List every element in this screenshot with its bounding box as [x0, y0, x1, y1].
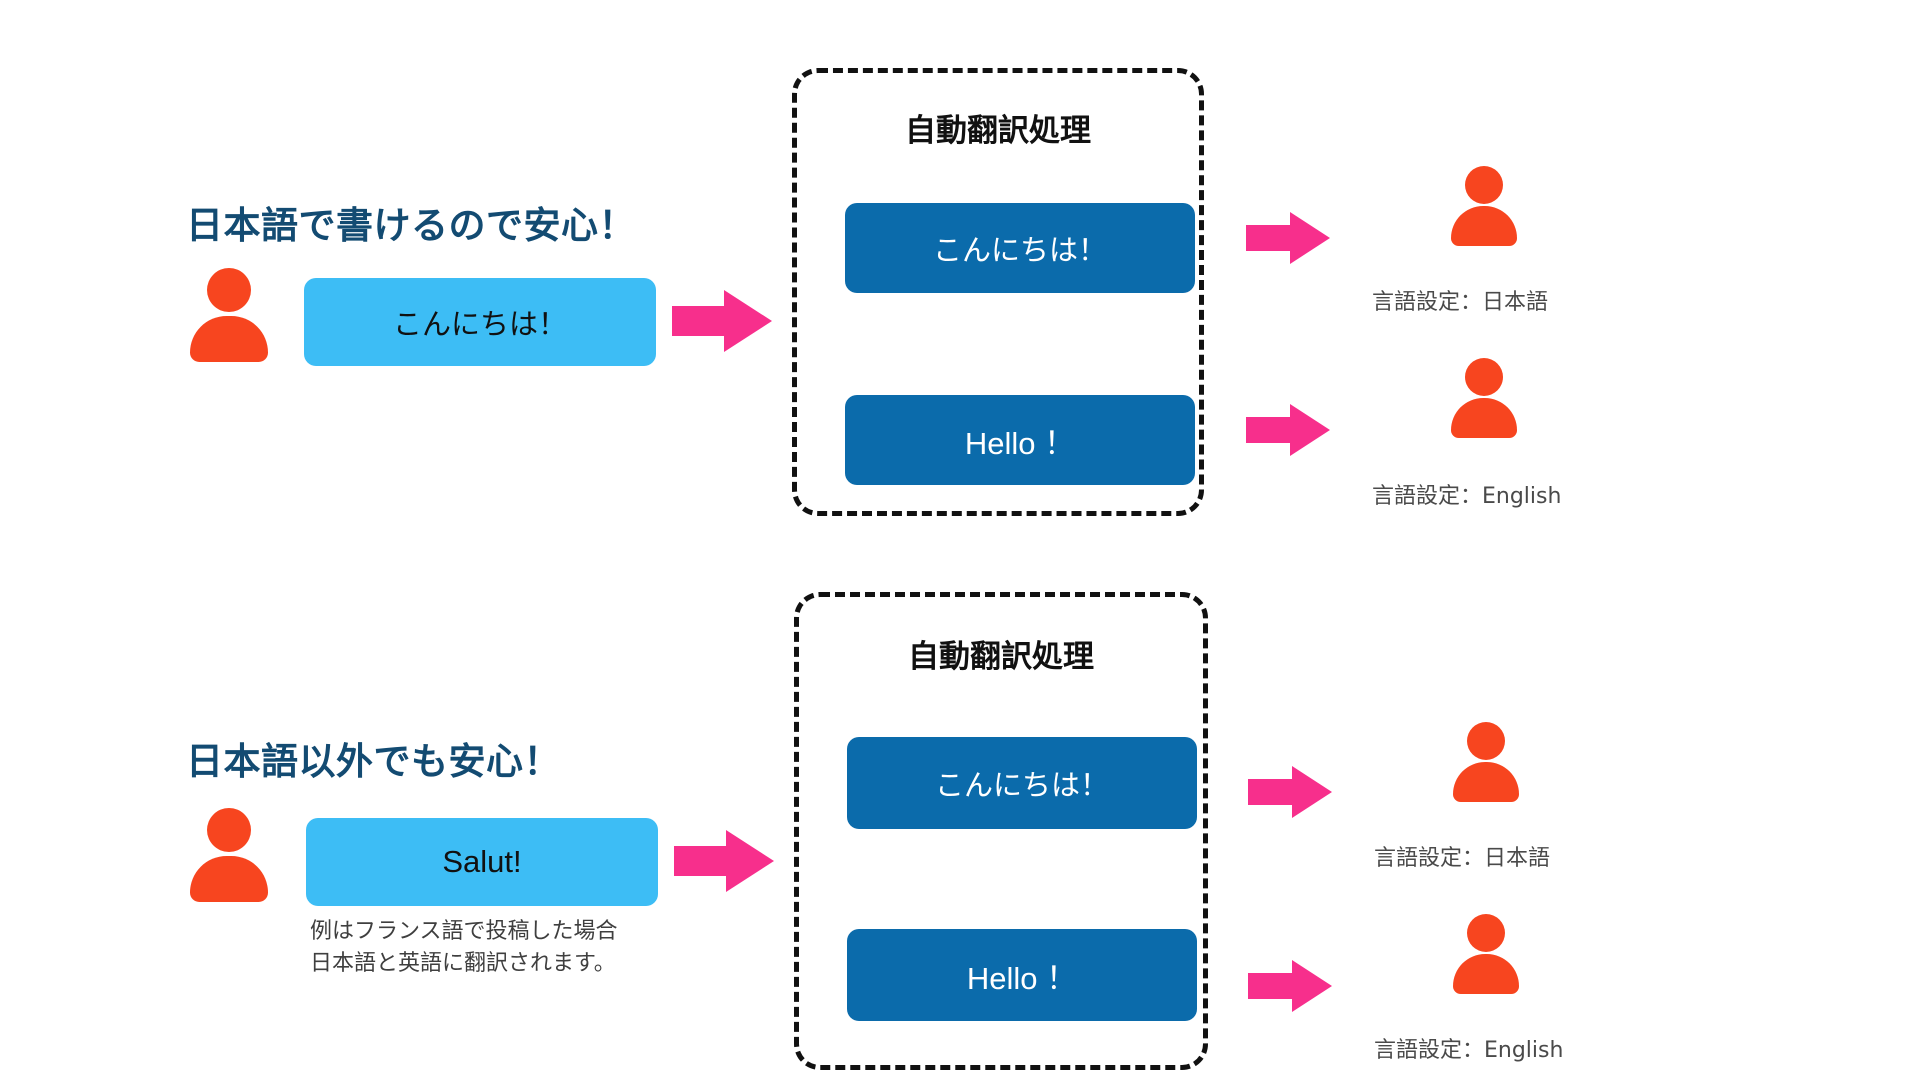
- translated-message-en: Hello ！: [847, 929, 1197, 1021]
- arrow-right-icon: [1246, 212, 1330, 264]
- translated-message-ja: こんにちは！: [845, 203, 1195, 293]
- arrow-shaft: [674, 846, 732, 876]
- person-head-icon: [207, 808, 251, 852]
- section-heading-1: 日本語で書けるので安心！: [186, 203, 636, 247]
- arrow-shaft: [1248, 779, 1296, 805]
- arrow-right-icon: [1248, 960, 1332, 1012]
- language-setting-label: 言語設定：日本語: [1374, 846, 1551, 871]
- arrow-head: [1292, 960, 1332, 1012]
- person-head-icon: [1467, 722, 1505, 760]
- person-head-icon: [1465, 166, 1503, 204]
- section-japanese-post: 日本語で書けるので安心！ こんにちは！ 自動翻訳処理 こんにちは！ Hello …: [186, 68, 1562, 516]
- arrow-head: [1290, 212, 1330, 264]
- person-body-icon: [190, 856, 268, 902]
- language-setting-label: 言語設定：日本語: [1372, 290, 1549, 315]
- arrow-head: [726, 830, 774, 892]
- person-body-icon: [1451, 398, 1517, 438]
- arrow-shaft: [1246, 225, 1294, 251]
- person-body-icon: [1453, 954, 1519, 994]
- person-icon: [186, 808, 272, 904]
- person-head-icon: [207, 268, 251, 312]
- translated-message-ja: こんにちは！: [847, 737, 1197, 829]
- person-body-icon: [190, 316, 268, 362]
- person-icon: [186, 268, 272, 364]
- arrow-shaft: [672, 306, 730, 336]
- process-title-1: 自動翻訳処理: [905, 113, 1091, 149]
- person-icon: [1450, 914, 1522, 996]
- person-body-icon: [1453, 762, 1519, 802]
- person-icon: [1448, 358, 1520, 440]
- person-icon: [1448, 166, 1520, 248]
- source-message-bubble: Salut!: [306, 818, 658, 906]
- person-head-icon: [1467, 914, 1505, 952]
- person-icon: [1450, 722, 1522, 804]
- person-head-icon: [1465, 358, 1503, 396]
- source-message-bubble: こんにちは！: [304, 278, 656, 366]
- arrow-right-icon: [672, 290, 772, 352]
- process-title-2: 自動翻訳処理: [908, 639, 1094, 675]
- arrow-shaft: [1248, 973, 1296, 999]
- arrow-shaft: [1246, 417, 1294, 443]
- person-body-icon: [1451, 206, 1517, 246]
- section-heading-2: 日本語以外でも安心！: [186, 739, 561, 783]
- section-non-japanese-post: 日本語以外でも安心！ Salut! 例はフランス語で投稿した場合 日本語と英語に…: [0, 540, 1920, 1080]
- arrow-right-icon: [1248, 766, 1332, 818]
- arrow-head: [1292, 766, 1332, 818]
- translated-message-en: Hello ！: [845, 395, 1195, 485]
- source-note: 例はフランス語で投稿した場合 日本語と英語に翻訳されます。: [310, 919, 618, 976]
- arrow-head: [1290, 404, 1330, 456]
- arrow-right-icon: [674, 830, 774, 892]
- language-setting-label: 言語設定：English: [1374, 1038, 1564, 1063]
- language-setting-label: 言語設定：English: [1372, 484, 1562, 509]
- arrow-head: [724, 290, 772, 352]
- translation-process-box: 自動翻訳処理 こんにちは！ Hello ！: [792, 68, 1204, 516]
- translation-process-box: 自動翻訳処理 こんにちは！ Hello ！: [794, 592, 1208, 1070]
- arrow-right-icon: [1246, 404, 1330, 456]
